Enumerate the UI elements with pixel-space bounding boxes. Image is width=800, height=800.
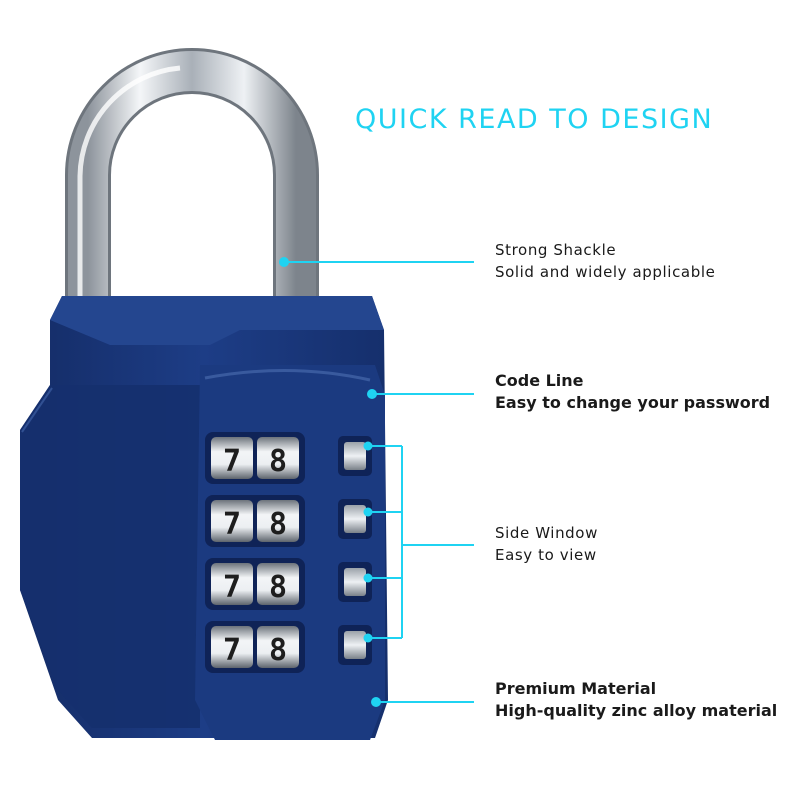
- callout-desc: High-quality zinc alloy material: [495, 701, 778, 720]
- callout-code-line: Code Line Easy to change your password: [495, 370, 770, 414]
- front-dials: 7 8 7 8 7 8 7 8: [205, 432, 305, 673]
- callout-desc: Easy to view: [495, 546, 597, 564]
- callout-title: Side Window: [495, 524, 598, 542]
- dial-digit: 7: [223, 633, 241, 668]
- callout-strong-shackle: Strong Shackle Solid and widely applicab…: [495, 239, 715, 283]
- callout-title: Strong Shackle: [495, 241, 617, 259]
- lock-body: [20, 296, 388, 740]
- callout-lines: [284, 261, 474, 703]
- callout-side-window: Side Window Easy to view: [495, 522, 598, 566]
- callout-title: Code Line: [495, 371, 584, 390]
- dial-digit: 8: [269, 633, 287, 668]
- headline: QUICK READ TO DESIGN: [355, 104, 714, 135]
- callout-title: Premium Material: [495, 679, 657, 698]
- callout-premium-material: Premium Material High-quality zinc alloy…: [495, 678, 777, 722]
- side-windows: [338, 436, 372, 665]
- dial-digit: 8: [269, 444, 287, 479]
- dial-digit: 8: [269, 570, 287, 605]
- dial-digit: 8: [269, 507, 287, 542]
- callout-desc: Solid and widely applicable: [495, 263, 716, 281]
- shackle: [65, 48, 319, 340]
- dial-digit: 7: [223, 570, 241, 605]
- callout-dots: [279, 257, 381, 707]
- dial-digit: 7: [223, 507, 241, 542]
- callout-desc: Easy to change your password: [495, 393, 771, 412]
- dial-digit: 7: [223, 444, 241, 479]
